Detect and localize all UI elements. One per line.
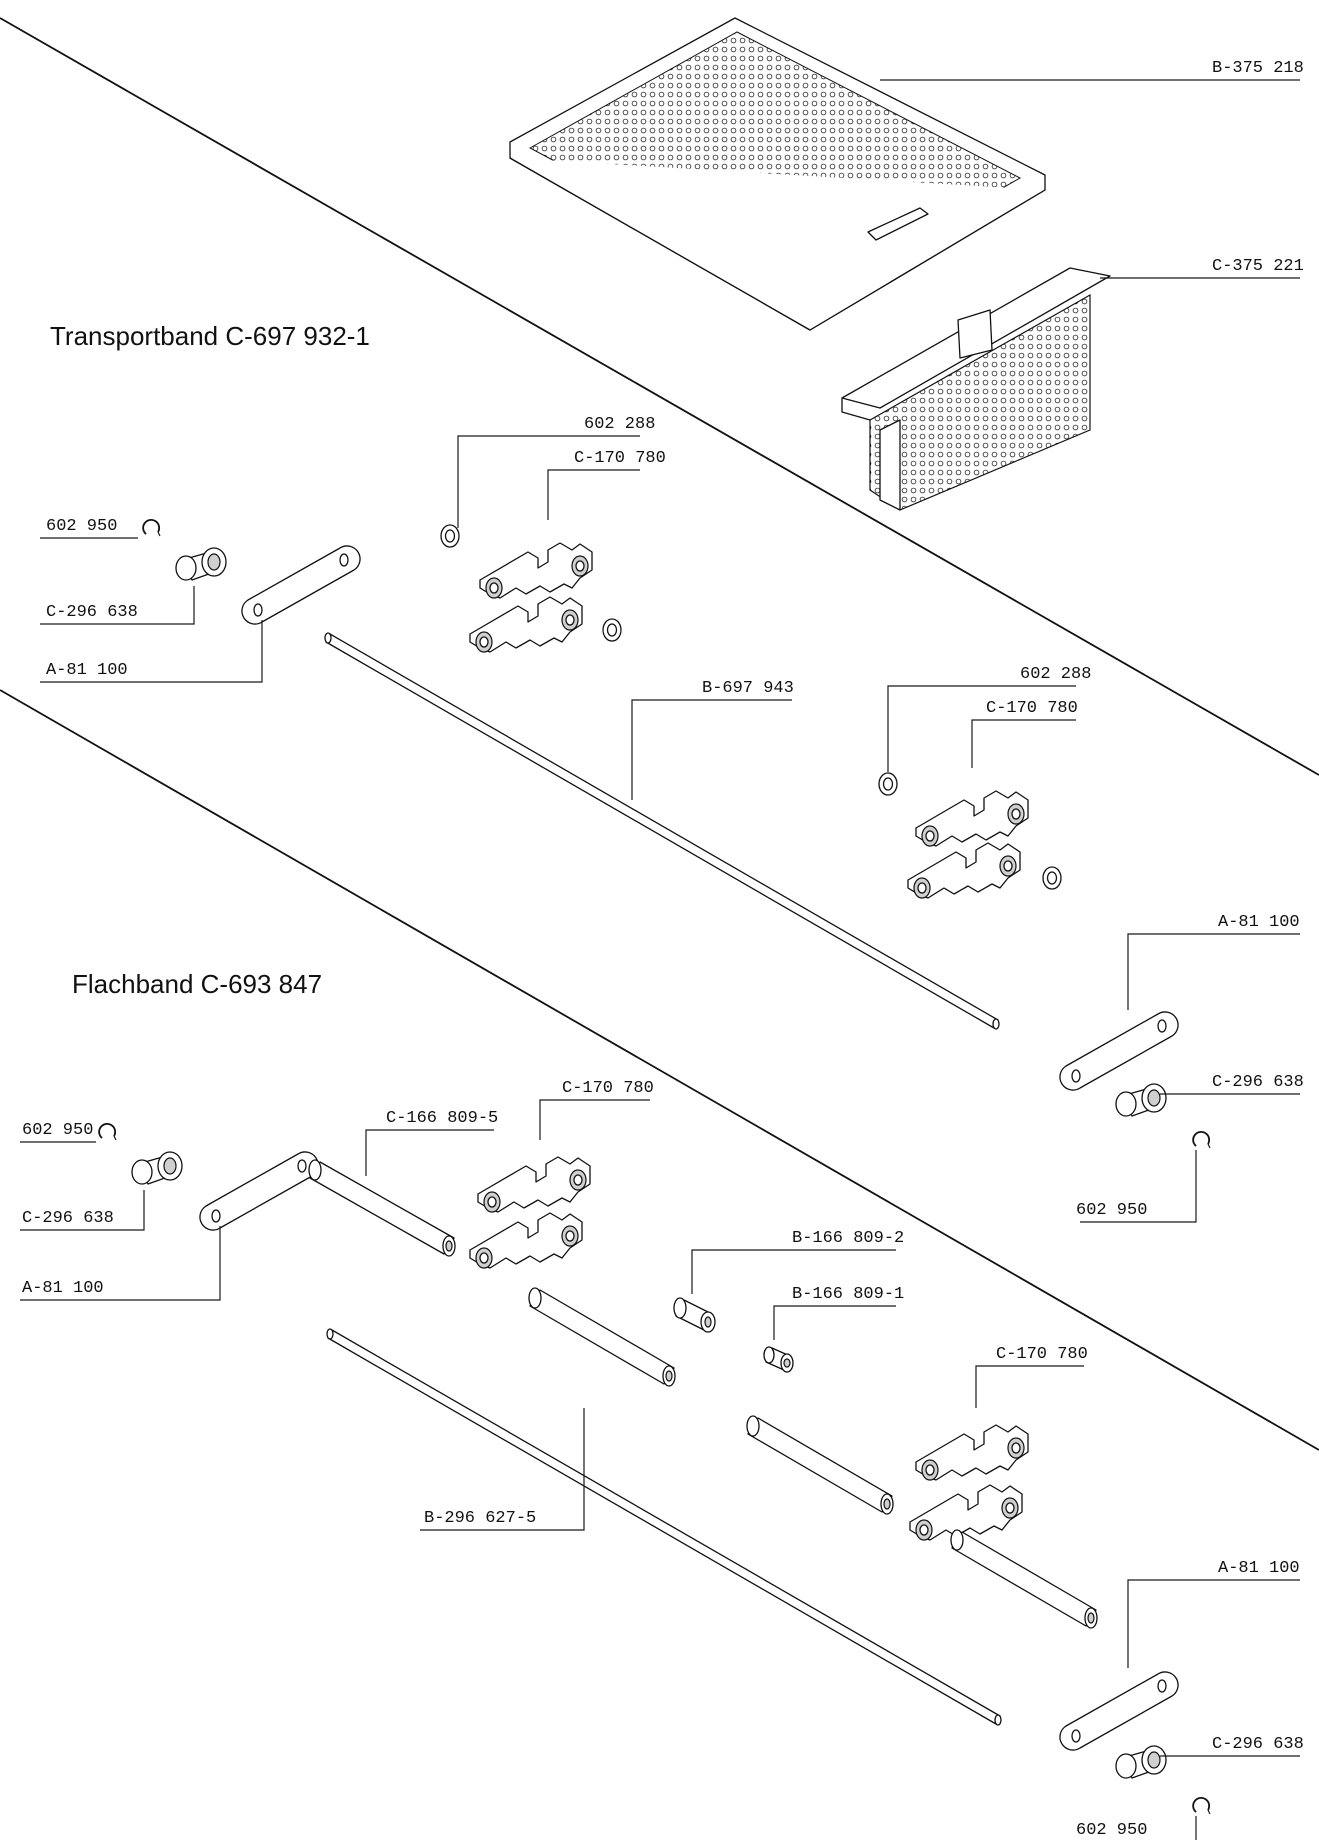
link-t2a [915,790,1029,847]
link-f2a [915,1424,1029,1481]
label-t-rod: B-697 943 [702,679,794,698]
plate-t-left [241,545,361,625]
label-t-washer-2: 602 288 [1020,665,1091,684]
washer-t2 [878,772,898,796]
plate-f-right [1059,1671,1179,1751]
label-t-plate-right: A-81 100 [1218,913,1300,932]
label-f-plate-left: A-81 100 [22,1279,104,1298]
label-t-clip-right: 602 950 [1076,1201,1147,1220]
spacer-f1 [763,1346,794,1373]
label-f-link-1: C-170 780 [562,1079,654,1098]
label-f-rod: B-296 627-5 [424,1509,536,1528]
label-f-link-2: C-170 780 [996,1345,1088,1364]
label-t-link-2: C-170 780 [986,699,1078,718]
label-f-spacer-2: B-166 809-2 [792,1229,904,1248]
washer-t2b [1042,866,1062,890]
tube-f1 [308,1159,456,1257]
bushing-t-right [1115,1083,1167,1117]
section-title-transportband: Transportband C-697 932-1 [50,321,370,351]
label-t-plate-left: A-81 100 [46,661,128,680]
label-f-plate-right: A-81 100 [1218,1559,1300,1578]
clip-t-left [142,518,161,537]
section-divider-top [0,17,1319,776]
label-t-link-1: C-170 780 [574,449,666,468]
label-f-clip-left: 602 950 [22,1121,93,1140]
tube-f3 [746,1415,894,1515]
link-t1b [469,596,583,653]
spacer-f2 [673,1297,716,1333]
section-divider-bottom [0,689,1319,1451]
label-t-clip-left: 602 950 [46,517,117,536]
label-filter-basket: C-375 221 [1212,257,1304,276]
plate-f-left [199,1151,319,1231]
rod-transport [324,632,1000,1030]
tube-f4 [950,1529,1098,1629]
label-t-bush-left: C-296 638 [46,603,138,622]
plate-t-right [1059,1011,1179,1091]
bushing-f-left [131,1151,183,1185]
link-f2b [909,1484,1023,1541]
bushing-f-right [1115,1745,1167,1779]
label-f-clip-right: 602 950 [1076,1821,1147,1840]
link-f1b [469,1212,583,1269]
clip-f-right [1192,1796,1211,1815]
rod-flach [326,1328,1002,1726]
section-title-flachband: Flachband C-693 847 [72,969,322,999]
link-t1a [479,542,593,599]
link-t2b [907,842,1021,899]
washer-t1 [440,524,460,548]
bushing-t-left [175,547,227,581]
label-t-bush-right: C-296 638 [1212,1073,1304,1092]
link-f1a [477,1156,591,1213]
clip-t-right [1192,1130,1211,1149]
clip-f-left [98,1122,117,1141]
label-f-tube-1: C-166 809-5 [386,1109,498,1128]
tube-f2 [528,1287,676,1387]
filter-basket [841,267,1111,511]
label-f-bush-left: C-296 638 [22,1209,114,1228]
label-f-spacer-1: B-166 809-1 [792,1285,904,1304]
label-filter-plate: B-375 218 [1212,59,1304,78]
label-f-bush-right: C-296 638 [1212,1735,1304,1754]
washer-t1b [602,618,622,642]
filter-plate [509,17,1046,331]
label-t-washer-1: 602 288 [584,415,655,434]
